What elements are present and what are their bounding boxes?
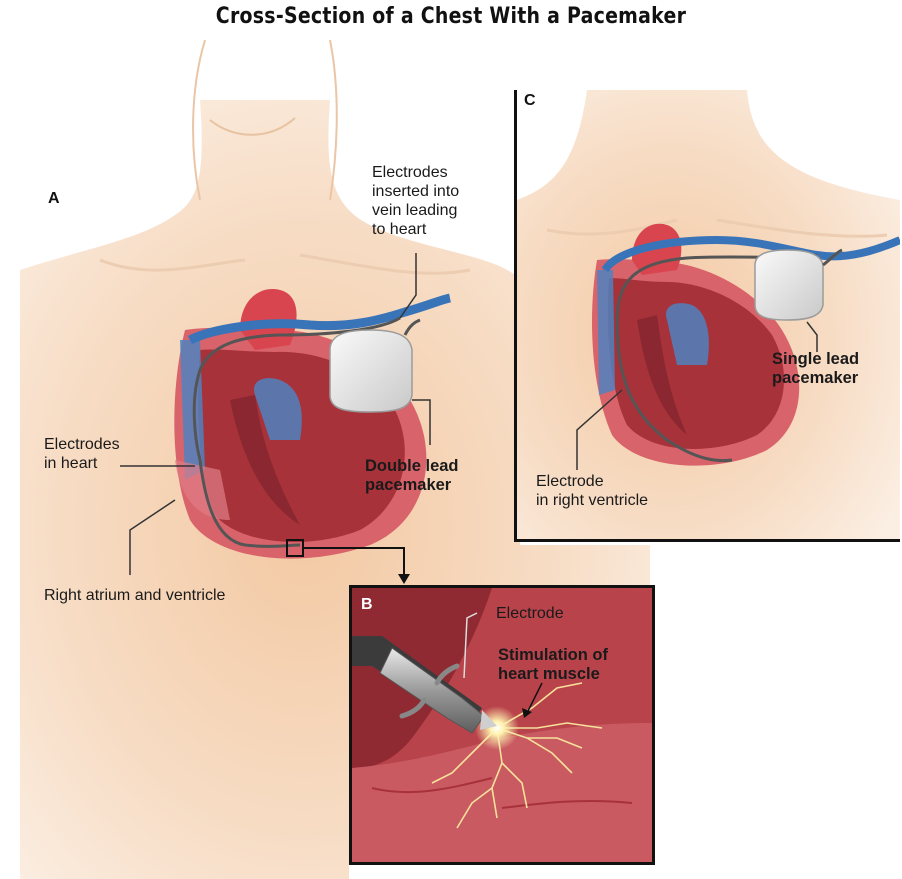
panel-a-letter: A	[48, 190, 60, 208]
label-single-lead-pacemaker: Single lead pacemaker	[772, 350, 859, 388]
single-lead-pacemaker	[755, 250, 823, 320]
panel-b-illustration	[352, 588, 652, 862]
label-stimulation-heart-muscle: Stimulation of heart muscle	[498, 646, 608, 684]
label-electrode: Electrode	[496, 604, 564, 623]
panel-c-letter: C	[524, 92, 536, 110]
label-double-lead-pacemaker: Double lead pacemaker	[365, 457, 459, 495]
panel-b-letter: B	[361, 596, 373, 614]
label-electrode-right-ventricle: Electrode in right ventricle	[536, 472, 648, 510]
double-lead-pacemaker	[330, 330, 412, 412]
diagram-title: Cross-Section of a Chest With a Pacemake…	[63, 4, 839, 29]
label-electrodes-in-heart: Electrodes in heart	[44, 435, 120, 473]
panel-b	[349, 585, 655, 865]
label-electrodes-inserted: Electrodes inserted into vein leading to…	[372, 163, 459, 239]
label-right-atrium-ventricle: Right atrium and ventricle	[44, 586, 225, 605]
